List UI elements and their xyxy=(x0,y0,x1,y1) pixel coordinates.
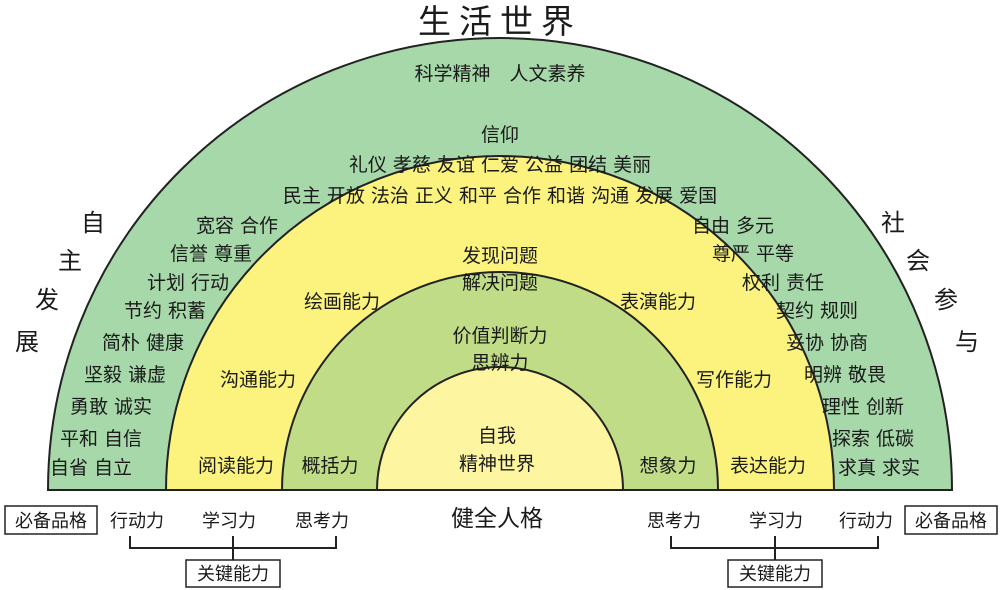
outer-ring-values-right: 自由 多元 尊严 平等 权利 责任 契约 规则 妥协 协商 明辨 敬畏 理性 创… xyxy=(692,215,920,479)
ability-label: 表达能力 xyxy=(730,455,806,477)
outer-value-left: 节约 积蓄 xyxy=(124,300,206,322)
key-skill-item: 学习力 xyxy=(202,511,256,532)
key-skill-item: 思考力 xyxy=(647,511,701,532)
ability-label: 沟通能力 xyxy=(220,369,296,391)
ability-label: 发现问题 xyxy=(462,245,538,267)
outer-ring-values-left: 宽容 合作 信誉 尊重 计划 行动 节约 积蓄 简朴 健康 坚毅 谦虚 勇敢 诚… xyxy=(50,215,278,479)
outer-value-right: 求真 求实 xyxy=(838,457,920,479)
outer-value-right: 契约 规则 xyxy=(776,300,858,322)
right-side-char: 参 xyxy=(934,286,958,314)
right-side-char: 与 xyxy=(955,328,979,356)
ability-label: 写作能力 xyxy=(696,369,772,391)
bottom-left-group: 必备品格 行动力 学习力 思考力 关键能力 xyxy=(4,505,349,588)
ability-label: 绘画能力 xyxy=(304,291,380,313)
page-title: 生活世界 xyxy=(418,2,582,41)
outer-value-right: 自由 多元 xyxy=(692,215,774,237)
right-side-char: 社 xyxy=(881,209,905,237)
key-ability-box xyxy=(727,559,823,588)
left-side-char: 自 xyxy=(81,209,105,237)
left-side-char: 发 xyxy=(35,286,59,314)
outer-value-right: 妥协 协商 xyxy=(786,332,868,354)
ability-label: 表演能力 xyxy=(620,291,696,313)
outer-ring-values-top: 信仰 礼仪 孝慈 友谊 仁爱 公益 团结 美丽 民主 开放 法治 正义 和平 合… xyxy=(283,124,717,207)
outer-value-row: 民主 开放 法治 正义 和平 合作 和谐 沟通 发展 爱国 xyxy=(283,185,717,207)
key-skill-item: 学习力 xyxy=(749,511,803,532)
key-ability-box xyxy=(185,559,281,588)
outer-value-row: 礼仪 孝慈 友谊 仁爱 公益 团结 美丽 xyxy=(349,154,651,176)
middle-ring-abilities: 发现问题 解决问题 绘画能力 表演能力 沟通能力 写作能力 阅读能力 表达能力 xyxy=(198,245,806,477)
outer-value-left: 信誉 尊重 xyxy=(170,243,252,265)
ability-label: 价值判断力 xyxy=(452,325,547,347)
key-skill-item: 行动力 xyxy=(110,511,164,532)
inner-ring-abilities: 价值判断力 思辨力 概括力 想象力 xyxy=(301,325,696,477)
outer-value-right: 探索 低碳 xyxy=(832,428,914,450)
right-side-char: 会 xyxy=(906,247,930,275)
outer-value-left: 自省 自立 xyxy=(50,457,132,479)
key-ability-label: 关键能力 xyxy=(739,564,811,585)
outer-value-left: 计划 行动 xyxy=(147,272,229,294)
left-side-label: 自 主 发 展 xyxy=(15,209,105,356)
key-ability-label: 关键能力 xyxy=(197,564,269,585)
outer-value-left: 简朴 健康 xyxy=(102,332,184,354)
ability-label: 概括力 xyxy=(301,455,358,477)
outer-value-right: 尊严 平等 xyxy=(712,243,794,265)
page-subtitle: 科学精神 人文素养 xyxy=(414,63,585,85)
outer-value-left: 坚毅 谦虚 xyxy=(84,364,166,386)
outer-value-right: 理性 创新 xyxy=(822,396,904,418)
ability-label: 阅读能力 xyxy=(198,455,274,477)
essential-character-box xyxy=(904,505,998,535)
essential-character-label: 必备品格 xyxy=(15,511,87,532)
core-text: 精神世界 xyxy=(459,453,535,475)
core-semicircle xyxy=(375,366,625,491)
essential-character-box xyxy=(4,505,98,535)
right-side-label: 社 会 参 与 xyxy=(881,209,979,356)
left-side-char: 展 xyxy=(15,328,39,356)
outer-value-left: 勇敢 诚实 xyxy=(70,396,152,418)
key-skill-item: 思考力 xyxy=(295,511,349,532)
outer-value-left: 宽容 合作 xyxy=(196,215,278,237)
essential-character-label: 必备品格 xyxy=(915,511,987,532)
outer-value-right: 明辨 敬畏 xyxy=(804,364,886,386)
ability-label: 想象力 xyxy=(639,455,696,477)
bracket-line xyxy=(670,536,879,560)
key-skill-item: 行动力 xyxy=(839,511,893,532)
outer-value-left: 平和 自信 xyxy=(60,428,142,450)
ability-label: 解决问题 xyxy=(462,272,538,294)
core-text: 自我 xyxy=(478,425,516,447)
outer-value-right: 权利 责任 xyxy=(742,272,824,294)
outer-value-row: 信仰 xyxy=(481,124,519,146)
bracket-line xyxy=(129,536,337,560)
ability-label: 思辨力 xyxy=(471,352,528,374)
left-side-char: 主 xyxy=(58,247,82,275)
center-bottom-label: 健全人格 xyxy=(451,506,543,532)
bottom-right-group: 思考力 学习力 行动力 必备品格 关键能力 xyxy=(647,505,998,588)
core-label: 自我 精神世界 xyxy=(459,425,535,475)
